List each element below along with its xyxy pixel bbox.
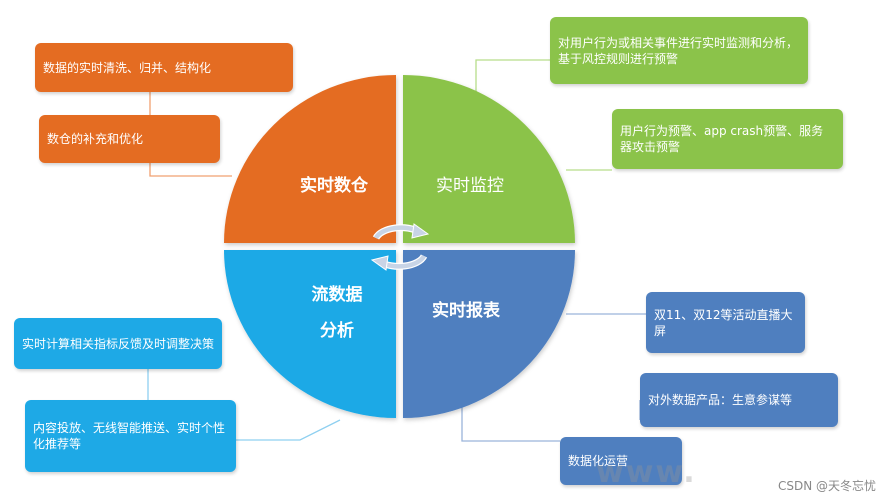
analysis-box-recommendation: 内容投放、无线智能推送、实时个性化推荐等 bbox=[25, 400, 236, 472]
quadrant-analysis-label-line2: 分析 bbox=[320, 320, 354, 341]
reports-box-products: 对外数据产品：生意参谋等 bbox=[640, 373, 838, 427]
monitoring-box-alerts: 用户行为预警、app crash预警、服务器攻击预警 bbox=[612, 109, 843, 169]
circular-arrows-icon bbox=[370, 223, 430, 271]
reports-box-dashboard: 双11、双12等活动直播大屏 bbox=[646, 292, 805, 353]
analysis-box-metrics-text: 实时计算相关指标反馈及时调整决策 bbox=[22, 336, 215, 351]
monitoring-box-detection-text: 对用户行为或相关事件进行实时监测和分析，基于风控规则进行预警 bbox=[558, 35, 799, 66]
analysis-box-recommendation-text: 内容投放、无线智能推送、实时个性化推荐等 bbox=[33, 421, 226, 451]
quadrant-monitoring bbox=[403, 75, 575, 243]
quadrant-analysis bbox=[224, 250, 396, 418]
monitoring-box-alerts-text: 用户行为预警、app crash预警、服务器攻击预警 bbox=[620, 124, 824, 154]
warehouse-box-cleaning: 数据的实时清洗、归并、结构化 bbox=[35, 43, 293, 92]
monitoring-box-detection: 对用户行为或相关事件进行实时监测和分析，基于风控规则进行预警 bbox=[550, 17, 808, 84]
quadrant-monitoring-label: 实时监控 bbox=[436, 176, 504, 196]
connector-lines bbox=[147, 59, 646, 442]
reports-box-operations: 数据化运营 bbox=[560, 437, 682, 485]
quadrant-analysis-label-line1: 流数据 bbox=[312, 284, 363, 305]
reports-box-dashboard-text: 双11、双12等活动直播大屏 bbox=[654, 307, 793, 338]
quadrant-reports-label: 实时报表 bbox=[432, 300, 501, 321]
ghost-watermark: www. bbox=[596, 455, 697, 490]
quadrant-reports bbox=[403, 250, 575, 418]
csdn-watermark: CSDN @天冬忘忧 bbox=[777, 479, 876, 493]
analysis-box-metrics: 实时计算相关指标反馈及时调整决策 bbox=[14, 318, 222, 369]
warehouse-box-supplement-text: 数仓的补充和优化 bbox=[47, 132, 144, 146]
quadrant-warehouse bbox=[224, 75, 396, 243]
reports-box-products-text: 对外数据产品：生意参谋等 bbox=[648, 393, 793, 407]
warehouse-box-cleaning-text: 数据的实时清洗、归并、结构化 bbox=[43, 60, 212, 75]
warehouse-box-supplement: 数仓的补充和优化 bbox=[39, 115, 220, 163]
quadrant-warehouse-label: 实时数仓 bbox=[300, 175, 369, 196]
reports-box-operations-text: 数据化运营 bbox=[568, 454, 629, 468]
